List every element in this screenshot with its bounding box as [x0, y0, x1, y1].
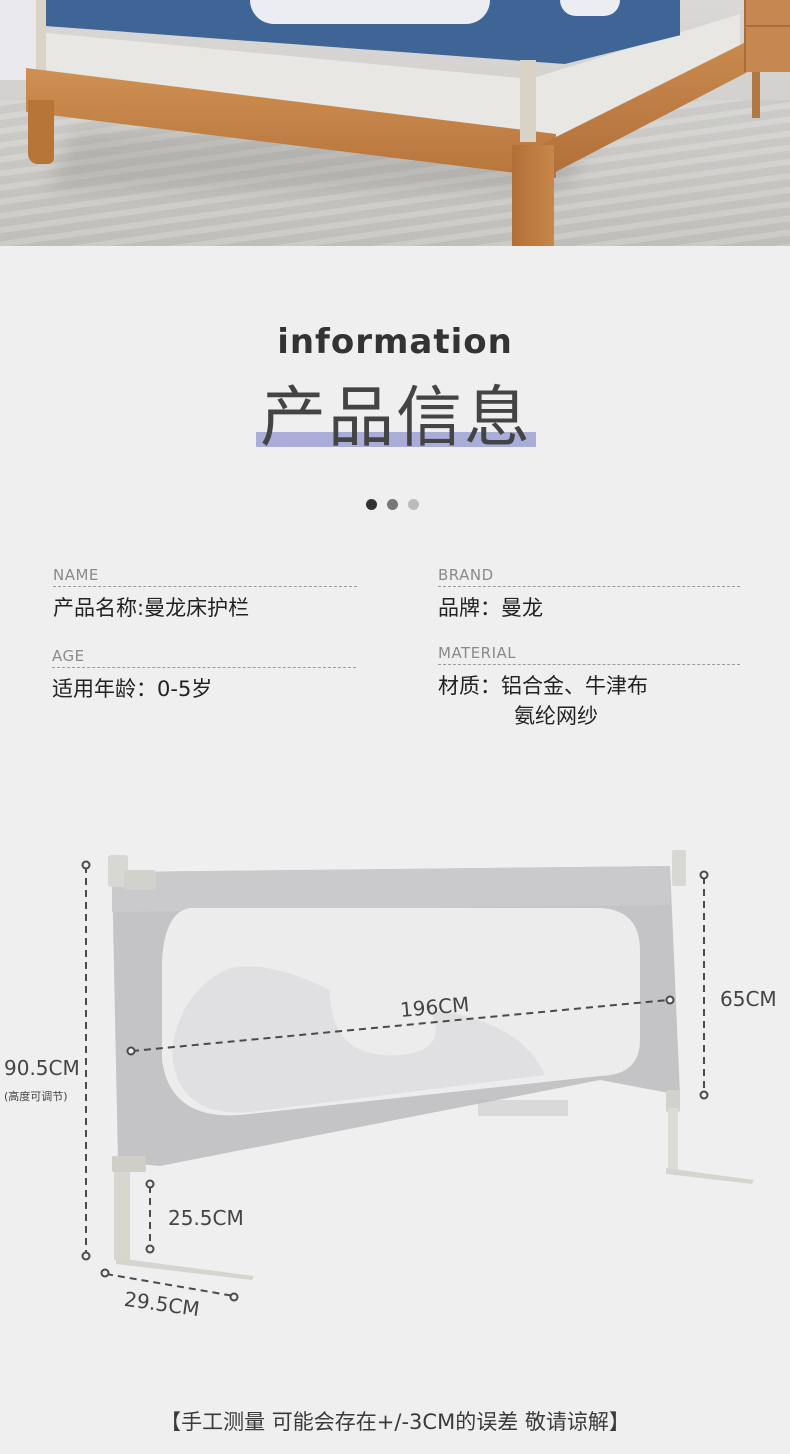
rail-post	[36, 0, 46, 72]
hero-product-photo	[0, 0, 790, 246]
section-title-block: 产品信息	[256, 382, 536, 454]
info-brand-value: 品牌：曼龙	[438, 596, 543, 620]
dot-2	[387, 499, 398, 510]
dot-1	[366, 499, 377, 510]
info-brand-label: BRAND	[438, 566, 740, 587]
measurement-disclaimer: 【手工测量 可能会存在+/-3CM的误差 敬请谅解】	[160, 1410, 630, 1434]
bed-leg	[512, 145, 554, 246]
rail-post	[520, 60, 536, 142]
rail-mesh-window	[250, 0, 490, 24]
info-age-value: 适用年龄：0-5岁	[52, 677, 213, 701]
info-name-label: NAME	[53, 566, 357, 587]
title-highlight-bar	[256, 432, 536, 447]
dimension-diagram: 90.5CM (高度可调节) 196CM 65CM 25.5CM 29.5CM	[0, 840, 790, 1340]
height-adjustable-note: (高度可调节)	[4, 1090, 68, 1103]
nightstand	[744, 0, 790, 72]
total-height-label: 90.5CM	[4, 1056, 80, 1080]
info-material-label: MATERIAL	[438, 644, 740, 665]
info-brand: BRAND 品牌：曼龙	[438, 566, 740, 623]
info-name: NAME 产品名称:曼龙床护栏	[53, 566, 357, 623]
bed-rail-illustration	[81, 850, 754, 1302]
section-title-english: information	[277, 322, 513, 362]
info-material: MATERIAL 材质：铝合金、牛津布 氨纶网纱	[438, 644, 740, 731]
nightstand-leg	[752, 72, 760, 118]
pagination-dots	[366, 499, 419, 510]
bed-leg	[28, 100, 54, 164]
dot-3	[408, 499, 419, 510]
panel-height-label: 65CM	[720, 987, 777, 1011]
info-name-value: 产品名称:曼龙床护栏	[53, 596, 250, 620]
section-title-chinese: 产品信息	[260, 379, 532, 456]
info-age-label: AGE	[52, 647, 356, 668]
wall-background	[0, 0, 40, 80]
rail-mesh-window	[560, 0, 620, 16]
info-material-value: 材质：铝合金、牛津布	[438, 674, 648, 698]
info-material-value-2: 氨纶网纱	[514, 704, 598, 728]
leg-height-label: 25.5CM	[168, 1206, 244, 1230]
nightstand-drawer-line	[744, 25, 790, 27]
info-age: AGE 适用年龄：0-5岁	[52, 647, 356, 704]
